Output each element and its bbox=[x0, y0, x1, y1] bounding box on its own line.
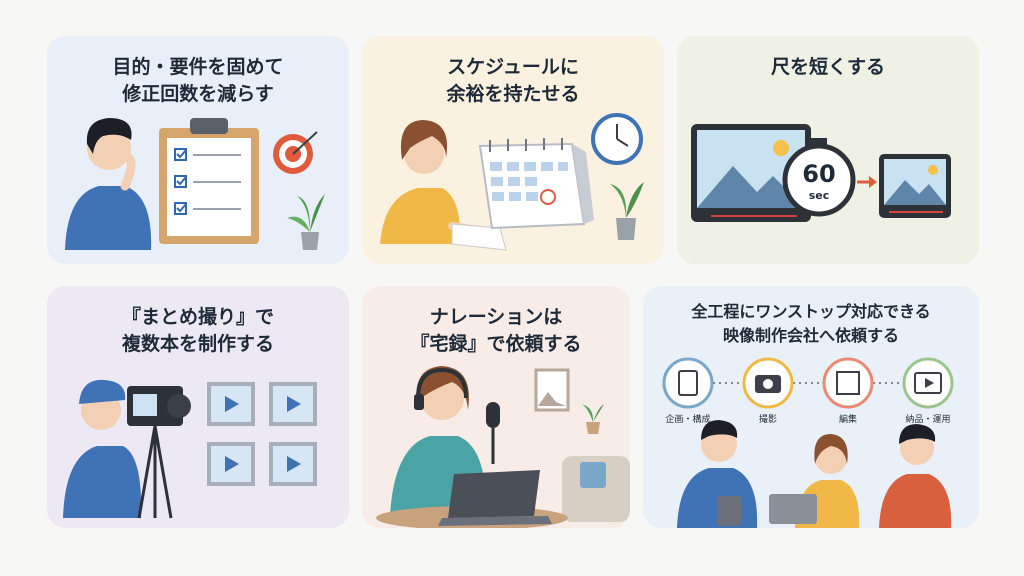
card-one-stop-company: 全工程にワンストップ対応できる 映像制作会社へ依頼する 企画・構成 撮影 編集 bbox=[643, 286, 979, 528]
plant-icon bbox=[287, 194, 325, 250]
card-home-narration: ナレーションは 『宅録』で依頼する bbox=[362, 286, 630, 528]
step-shooting: 撮影 bbox=[742, 357, 794, 425]
card-schedule: スケジュールに 余裕を持たせる bbox=[362, 36, 664, 264]
card-illustration bbox=[63, 379, 317, 519]
person-thinking-icon bbox=[65, 118, 152, 250]
film-icon bbox=[836, 371, 860, 395]
step-label: 撮影 bbox=[759, 413, 777, 425]
sofa-icon bbox=[562, 456, 630, 522]
card-illustration: 企画・構成 撮影 編集 納品・運用 bbox=[662, 357, 954, 528]
card-illustration bbox=[376, 366, 630, 528]
card-shorten-length: 尺を短くする 60 sec bbox=[677, 36, 979, 264]
laptop-icon bbox=[438, 470, 552, 526]
clock-icon bbox=[591, 113, 643, 165]
tripod-icon bbox=[137, 425, 173, 519]
card-illustration: 60 sec bbox=[691, 124, 951, 222]
tablet-icon bbox=[717, 496, 741, 526]
video-clip-icon bbox=[207, 442, 255, 486]
card-title: 全工程にワンストップ対応できる 映像制作会社へ依頼する bbox=[691, 302, 931, 345]
step-label: 編集 bbox=[839, 413, 857, 425]
team-member-presenter bbox=[677, 420, 758, 528]
video-clip-icon bbox=[269, 382, 317, 426]
timer-value: 60 bbox=[802, 160, 835, 188]
card-illustration bbox=[65, 118, 325, 250]
microphone-icon bbox=[486, 402, 500, 464]
plant-icon bbox=[610, 182, 644, 240]
card-illustration bbox=[380, 113, 644, 251]
calendar-icon bbox=[478, 138, 594, 230]
card-batch-shooting: 『まとめ撮り』で 複数本を制作する bbox=[47, 286, 349, 528]
clipboard-icon bbox=[159, 118, 259, 244]
video-clip-icon bbox=[269, 442, 317, 486]
checklist-icon bbox=[678, 370, 698, 396]
step-label: 企画・構成 bbox=[665, 413, 710, 425]
play-icon bbox=[925, 378, 934, 388]
target-icon bbox=[273, 131, 318, 174]
monitor-icon bbox=[691, 124, 811, 222]
card-title: 尺を短くする bbox=[770, 56, 885, 78]
tablet-icon bbox=[879, 154, 951, 218]
team-member-right bbox=[879, 424, 952, 528]
step-delivery: 納品・運用 bbox=[902, 357, 954, 425]
card-requirements: 目的・要件を固めて 修正回数を減らす bbox=[47, 36, 349, 264]
camera-operator-icon bbox=[63, 379, 191, 518]
laptop-icon bbox=[769, 494, 817, 524]
plant-icon bbox=[582, 404, 604, 434]
arrow-right-icon bbox=[857, 176, 877, 188]
card-title: スケジュールに 余裕を持たせる bbox=[446, 56, 580, 105]
team-member-center bbox=[769, 434, 860, 528]
video-clip-icon bbox=[207, 382, 255, 426]
card-title: 『まとめ撮り』で 複数本を制作する bbox=[121, 306, 274, 355]
person-writing-icon bbox=[380, 120, 507, 251]
step-label: 納品・運用 bbox=[905, 413, 950, 425]
step-planning: 企画・構成 bbox=[662, 357, 714, 425]
step-editing: 編集 bbox=[822, 357, 874, 425]
timer-unit: sec bbox=[809, 189, 830, 202]
card-title: 目的・要件を固めて 修正回数を減らす bbox=[112, 56, 284, 105]
headphones-icon bbox=[416, 367, 468, 399]
card-title: ナレーションは 『宅録』で依頼する bbox=[410, 306, 582, 355]
timer-icon: 60 sec bbox=[782, 138, 856, 217]
